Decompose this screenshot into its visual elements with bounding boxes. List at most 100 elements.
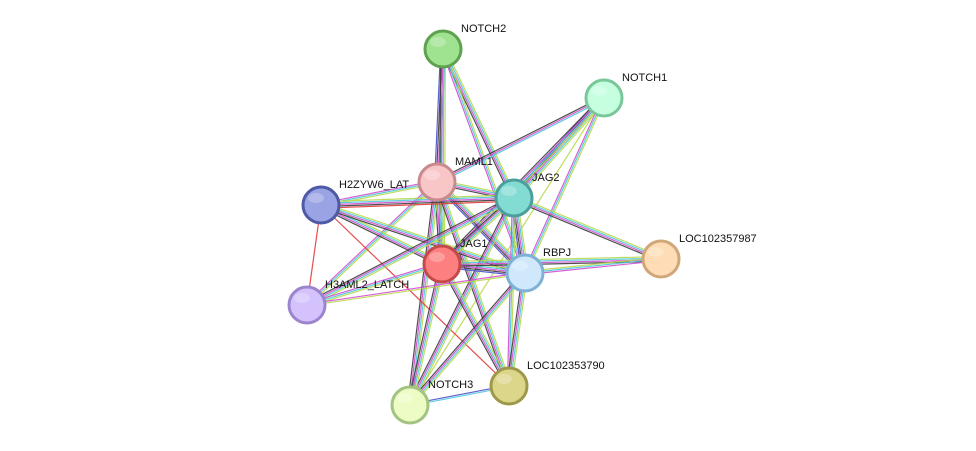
node-notch1[interactable]: NOTCH1 (584, 72, 667, 118)
node-label: RBPJ (543, 247, 571, 259)
edge-line (306, 263, 443, 306)
node-circle[interactable] (423, 29, 463, 69)
edge-line (434, 48, 442, 182)
node-notch2[interactable]: NOTCH2 (423, 23, 506, 69)
edge-line (512, 199, 661, 262)
node-circle[interactable] (489, 366, 529, 406)
edge-RBPJ-LOC102357987 (524, 256, 662, 276)
node-circle[interactable] (505, 253, 545, 293)
edge-line (320, 195, 514, 205)
node-highlight (501, 186, 517, 196)
edge-line (442, 49, 445, 265)
edge-line (525, 98, 607, 274)
node-notch3[interactable]: NOTCH3 (390, 379, 473, 425)
edge-line (443, 49, 446, 265)
edge-line (320, 194, 514, 203)
node-loc102357987[interactable]: LOC102357987 (641, 233, 757, 279)
node-highlight (591, 86, 607, 96)
edge-line (439, 95, 603, 263)
node-circle[interactable] (641, 239, 681, 279)
edge-line (410, 182, 439, 406)
node-jag1[interactable]: JAG1 (422, 238, 488, 284)
edge-line (411, 274, 528, 407)
node-maml1[interactable]: MAML1 (417, 156, 493, 202)
node-circle[interactable] (422, 244, 462, 284)
edge-line (307, 264, 443, 308)
edge-line (411, 264, 445, 406)
edge-line (320, 204, 510, 387)
edge-line (306, 261, 442, 305)
edge-line (524, 258, 662, 274)
node-highlight (429, 252, 445, 262)
node-circle[interactable] (584, 78, 624, 118)
node-circle[interactable] (494, 178, 534, 218)
edge-MAML1-NOTCH3 (407, 181, 440, 406)
node-label: JAG2 (532, 172, 560, 184)
node-highlight (308, 193, 324, 203)
node-h3aml2[interactable]: H3AML2_LATCH (287, 279, 409, 325)
edge-line (515, 99, 607, 201)
node-circle[interactable] (390, 385, 430, 425)
edge-RBPJ-H3AML2 (306, 271, 526, 307)
edge-line (435, 182, 509, 387)
edge-line (441, 256, 661, 263)
edge-line (407, 271, 524, 404)
node-circle[interactable] (287, 285, 327, 325)
node-rbpj[interactable]: RBPJ (505, 247, 571, 293)
node-label: H2ZYW6_LAT (339, 179, 409, 191)
node-jag2[interactable]: JAG2 (494, 172, 560, 218)
edge-NOTCH2-JAG1 (439, 48, 446, 265)
edge-line (525, 259, 662, 276)
edge-line (439, 48, 442, 264)
edge-line (439, 264, 508, 388)
edge-JAG1-H3AML2 (306, 261, 443, 308)
edge-line (410, 273, 527, 406)
node-loc102353790[interactable]: LOC102353790 (489, 360, 605, 406)
node-label: NOTCH1 (622, 72, 667, 84)
edge-line (514, 195, 663, 258)
node-circle[interactable] (301, 185, 341, 225)
edge-line (410, 264, 444, 406)
edge-line (306, 196, 514, 305)
edge-NOTCH1-MAML1 (436, 96, 605, 184)
edge-H2ZYW6-LOC102353790 (320, 204, 510, 387)
edge-line (307, 199, 516, 308)
edge-line (307, 198, 515, 307)
edge-line (321, 200, 515, 209)
node-h2zyw6[interactable]: H2ZYW6_LAT (301, 179, 409, 225)
edge-line (408, 272, 525, 405)
edge-RBPJ-NOTCH3 (407, 271, 528, 407)
node-label: NOTCH2 (461, 23, 506, 35)
edge-line (408, 181, 437, 405)
node-label: LOC102357987 (679, 233, 757, 245)
edge-line (320, 197, 515, 206)
node-highlight (294, 293, 310, 303)
node-highlight (648, 247, 664, 257)
edge-line (522, 97, 604, 273)
edge-line (407, 181, 436, 405)
node-label: NOTCH3 (428, 379, 473, 391)
edge-line (437, 98, 605, 184)
edge-line (524, 97, 605, 274)
node-circle[interactable] (417, 162, 457, 202)
edge-H2ZYW6-JAG2 (320, 194, 515, 209)
node-highlight (496, 374, 512, 384)
edge-line (319, 206, 442, 267)
edge-line (524, 256, 661, 273)
edge-line (435, 48, 443, 182)
edge-line (514, 196, 662, 259)
node-label: H3AML2_LATCH (325, 279, 409, 291)
edge-line (307, 273, 526, 307)
edge-line (321, 198, 515, 208)
edge-line (321, 202, 526, 272)
edge-line (320, 205, 442, 266)
node-label: MAML1 (455, 156, 493, 168)
edge-line (443, 48, 516, 198)
edge-line (305, 195, 514, 304)
edge-NOTCH1-RBPJ (522, 97, 607, 274)
edge-line (436, 96, 604, 182)
node-highlight (430, 37, 446, 47)
edge-line (436, 97, 605, 183)
